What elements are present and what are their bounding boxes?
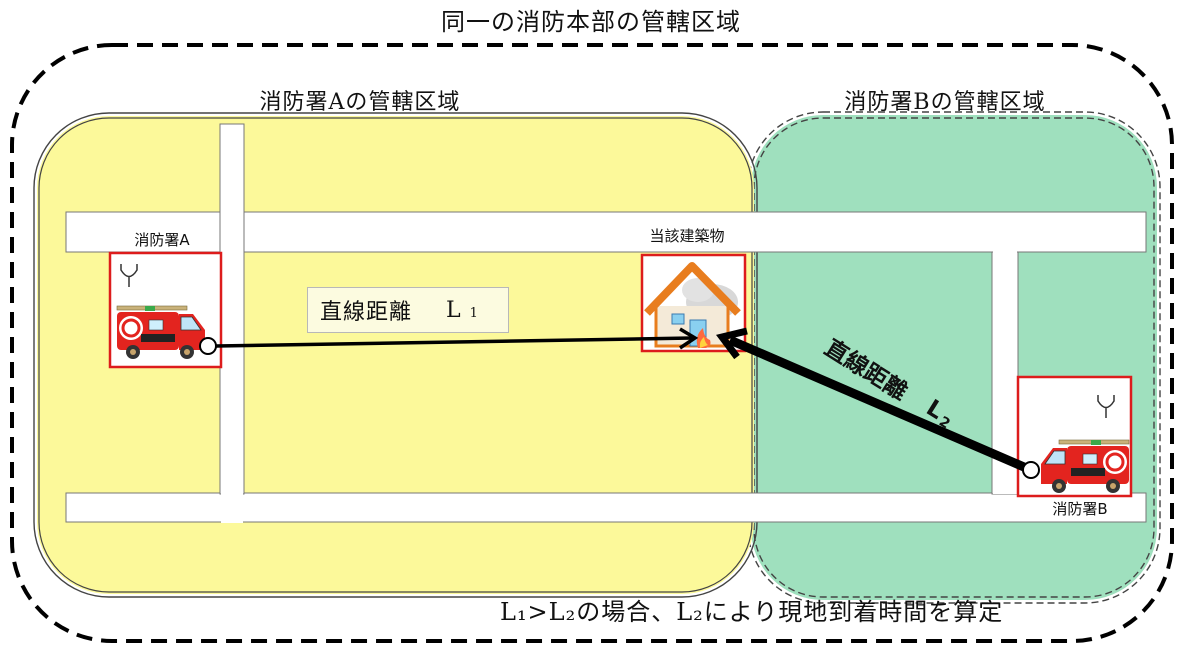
station-b-marker [1016, 375, 1133, 498]
station-a-marker [108, 251, 223, 369]
fire-truck-icon [1041, 439, 1130, 493]
footnote: L₁>L₂の場合、L₂により現地到着時間を算定 [500, 598, 1004, 626]
zone-a-title: 消防署Aの管轄区域 [259, 90, 461, 115]
fire-truck-icon [116, 305, 205, 359]
station-a-label: 消防署A [134, 231, 190, 249]
distance-l1-text: 直線距離 [320, 300, 413, 325]
antenna-icon [120, 264, 138, 287]
station-b-label: 消防署B [1052, 500, 1108, 518]
diagram-title: 同一の消防本部の管轄区域 [441, 8, 741, 36]
distance-l2-arrow [716, 327, 1040, 479]
antenna-icon [1097, 395, 1115, 418]
distance-l1-subscript: 1 [469, 305, 479, 321]
hq-boundary [10, 43, 1174, 643]
building-marker [640, 253, 747, 353]
distance-l1-arrow [199, 327, 699, 355]
road-network [65, 123, 1147, 523]
zone-b-title: 消防署Bの管轄区域 [844, 90, 1046, 115]
building-label: 当該建築物 [649, 227, 725, 245]
house-icon [644, 262, 741, 348]
distance-l1-symbol: L [446, 297, 462, 323]
